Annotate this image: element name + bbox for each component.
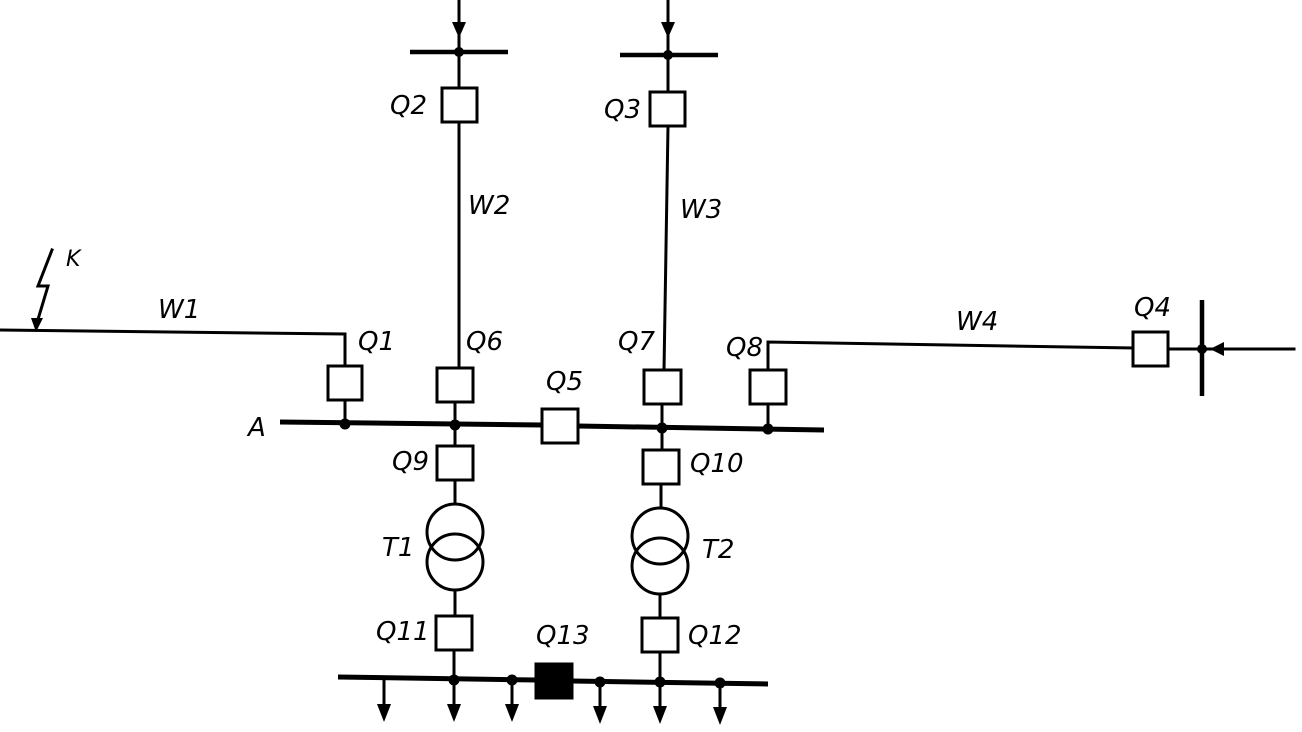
breaker-q5[interactable] [540,407,580,445]
breaker-q10[interactable] [641,448,681,486]
outgoing-feeders [377,674,727,725]
arrow-down-icon [661,22,675,38]
label-w2: W2 [468,191,510,221]
breaker-q1[interactable] [326,364,364,402]
label-q4: Q4 [1134,293,1171,323]
node [454,47,464,57]
line-w1 [0,328,347,368]
node [1197,344,1207,354]
node [448,674,460,686]
label-w4: W4 [956,307,998,337]
label-q5: Q5 [546,367,583,397]
label-q10: Q10 [690,449,744,479]
arrow-down-icon [447,704,461,722]
arrow-down-icon [653,706,667,724]
label-q12: Q12 [688,621,742,651]
node [654,676,666,688]
arrow-down-icon [593,706,607,724]
fault-k-icon [31,248,54,332]
label-t2: T2 [702,535,734,565]
breaker-q11[interactable] [434,614,474,652]
node [594,676,606,688]
label-q1: Q1 [358,327,395,357]
label-w1: W1 [158,295,200,325]
line-w4 [766,340,1135,372]
node [663,50,673,60]
arrow-left-icon [1210,342,1224,356]
breaker-q6[interactable] [435,366,475,404]
label-q6: Q6 [466,327,503,357]
breaker-q3[interactable] [648,90,687,128]
source-bus-w2 [410,0,508,90]
arrow-down-icon [713,707,727,725]
bus-a-section-2 [577,423,825,433]
arrow-down-icon [505,704,519,722]
label-w3: W3 [680,195,722,225]
source-bus-w3 [620,0,718,94]
node [506,674,518,686]
label-fault-k: K [66,247,82,272]
lower-bus-section-1 [337,674,537,683]
breaker-q7[interactable] [642,368,683,406]
transformer-t2-icon [630,506,690,596]
label-q7: Q7 [618,327,655,357]
label-q13: Q13 [536,621,590,651]
label-t1: T1 [382,533,414,563]
transformer-t1-icon [425,502,485,592]
label-q3: Q3 [604,95,641,125]
breaker-q12[interactable] [640,616,680,654]
label-bus-a: A [246,413,266,443]
node [762,423,774,435]
breaker-q13[interactable] [534,662,574,700]
node [339,418,351,430]
line-w3 [662,124,670,372]
arrow-down-icon [452,22,466,38]
label-q2: Q2 [390,91,427,121]
label-q8: Q8 [726,333,763,363]
arrow-down-icon [377,704,391,722]
node [714,677,726,689]
label-q11: Q11 [376,617,430,647]
breaker-q2[interactable] [440,86,479,124]
bus-a-section-1 [279,419,543,428]
breaker-q8[interactable] [748,368,788,406]
label-q9: Q9 [392,447,429,477]
breaker-q9[interactable] [435,444,475,482]
breaker-q4[interactable] [1131,330,1170,368]
